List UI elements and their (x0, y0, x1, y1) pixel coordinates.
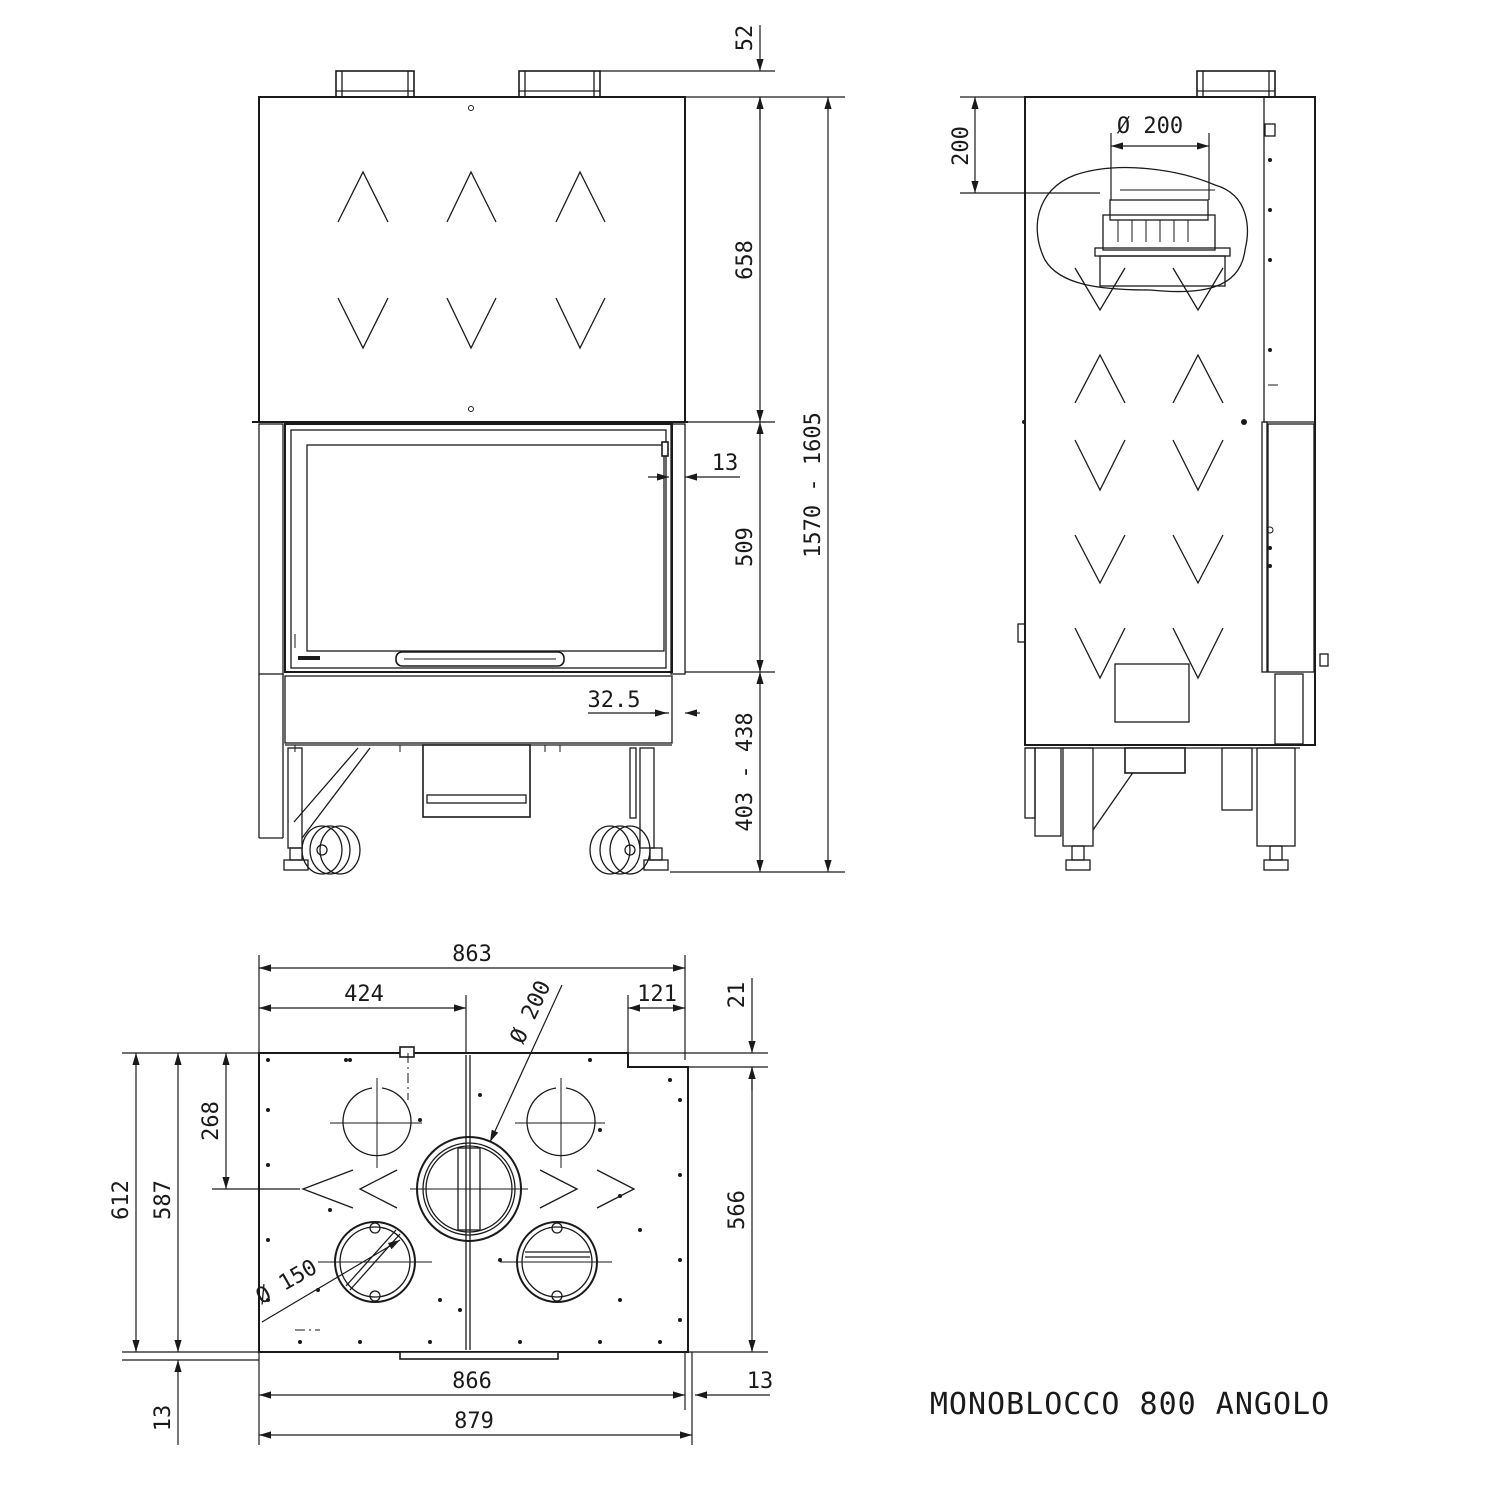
dim-door-offset: 13 (712, 451, 739, 476)
dim-flue-offset: 424 (344, 982, 384, 1007)
door-glass (306, 444, 665, 652)
dim-hood-height: 658 (733, 240, 758, 280)
side-vent-slots (1074, 267, 1224, 680)
dim-left-bottom: 13 (151, 1405, 176, 1432)
front-view: 52 658 509 403 - 438 1570 - 1605 13 32.5 (252, 25, 845, 875)
dim-depth-inner: 587 (151, 1180, 176, 1220)
hood-vent-slots (337, 170, 606, 350)
front-dimensions: 52 658 509 403 - 438 1570 - 1605 13 32.5 (588, 25, 845, 873)
side-body (1024, 96, 1316, 746)
dim-right-bottom: 13 (747, 1369, 774, 1394)
dim-side-flue-diameter: Ø 200 (1117, 114, 1183, 139)
dim-base-height: 403 - 438 (733, 712, 758, 831)
side-inspection-plate (1114, 663, 1190, 723)
dim-door-height: 509 (733, 527, 758, 567)
front-wheels (283, 825, 669, 875)
dim-frame-offset: 32.5 (588, 688, 641, 713)
dim-collar-offset: 268 (199, 1101, 224, 1141)
dim-depth-total: 612 (109, 1180, 134, 1220)
plan-direction-chevrons (301, 1169, 636, 1209)
side-base (1024, 747, 1300, 871)
plan-central-flue (410, 1136, 528, 1242)
dim-bottom-width: 866 (452, 1369, 492, 1394)
plan-lower-collars (318, 1221, 612, 1303)
dim-right-offset: 121 (637, 982, 677, 1007)
dim-plan-flue-diameter: Ø 200 (506, 977, 557, 1048)
dim-total-height: 1570 - 1605 (801, 412, 826, 558)
front-lower-frame (258, 674, 673, 849)
side-collar-cutaway (1036, 166, 1248, 293)
dim-overall-width: 863 (452, 942, 492, 967)
plan-dimensions: 863 424 121 21 566 Ø 200 612 (109, 942, 773, 1445)
plan-upper-collars (330, 1078, 605, 1168)
dim-collar-height: 200 (949, 126, 974, 166)
dim-top-flue: 52 (733, 25, 758, 52)
front-hood (258, 96, 686, 423)
front-flue-collars (335, 70, 601, 98)
side-dimensions: 200 Ø 200 (949, 96, 1210, 200)
side-view: 200 Ø 200 (949, 70, 1329, 871)
dim-base-width: 879 (454, 1409, 494, 1434)
front-firebox (252, 421, 688, 675)
drawing-title: MONOBLOCCO 800 ANGOLO (930, 1387, 1330, 1422)
dim-small-top: 21 (725, 982, 750, 1009)
plan-outline (258, 1052, 689, 1353)
dim-depth-right: 566 (725, 1190, 750, 1230)
plan-view: 863 424 121 21 566 Ø 200 612 (109, 942, 773, 1445)
dim-air-diameter: Ø 150 (252, 1255, 322, 1310)
